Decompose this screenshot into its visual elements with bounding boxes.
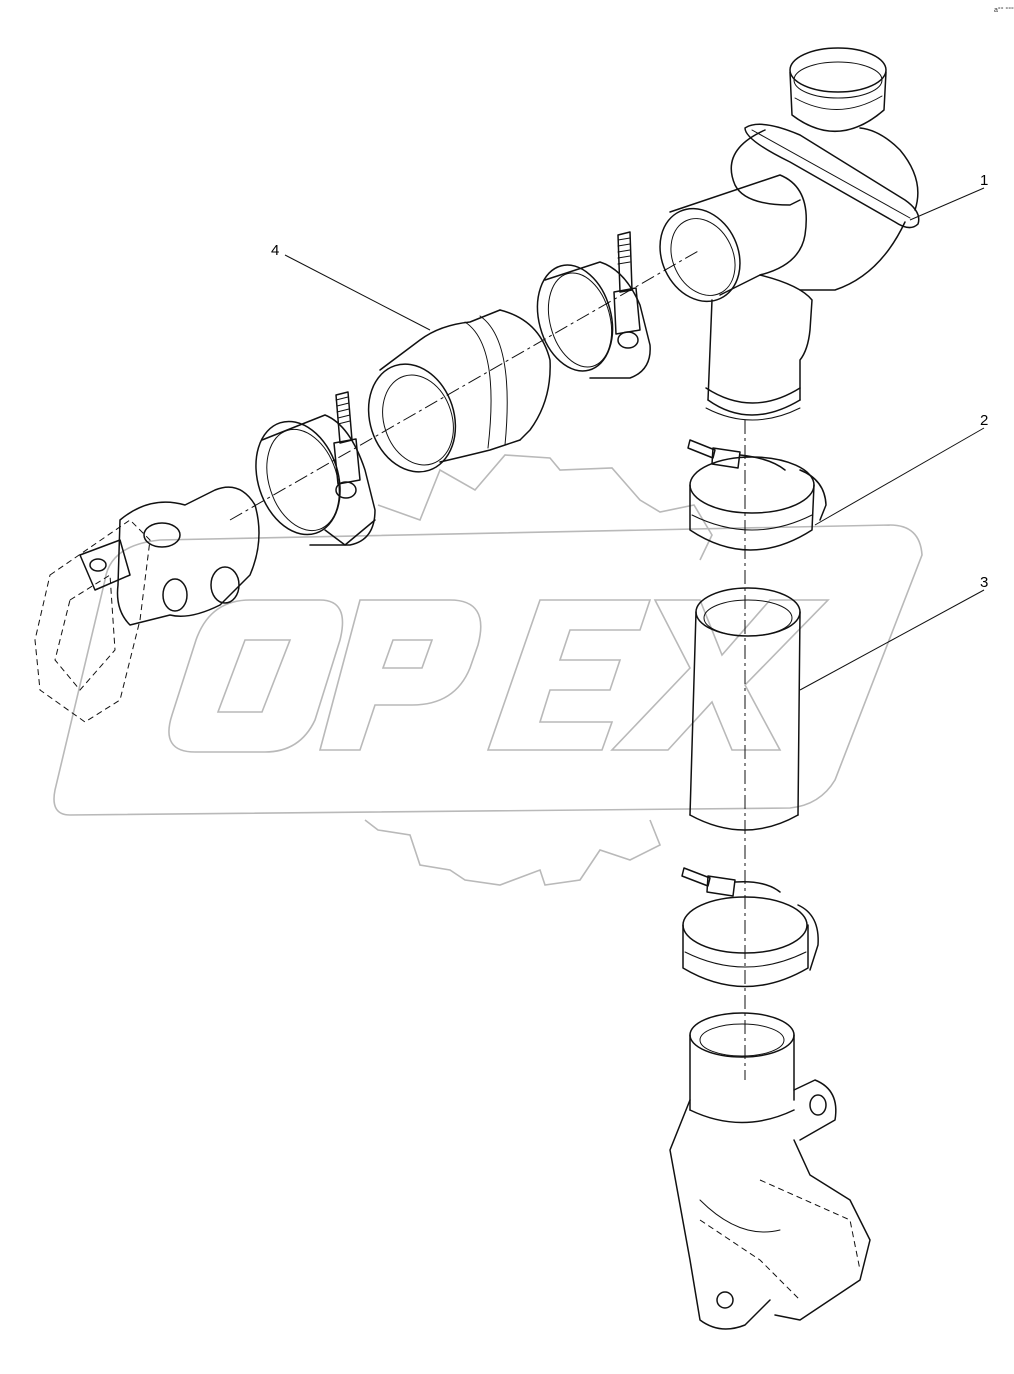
callout-1: 1 (909, 172, 988, 221)
callout-number-3: 3 (980, 574, 988, 591)
watermark-letter-p (318, 599, 482, 751)
hose-clamp-left (255, 391, 376, 546)
watermark-letter-e (486, 599, 652, 751)
thermostat-housing-part-1 (659, 47, 920, 421)
opex-watermark-logo (53, 454, 923, 886)
assembly-axis-diagonal (229, 249, 701, 521)
watermark-letter-x (610, 599, 830, 751)
callout-3: 3 (799, 574, 988, 691)
callout-4: 4 (271, 242, 431, 331)
hose-clamp-upper-right (536, 231, 651, 379)
lower-outlet-fitting (669, 1012, 871, 1330)
left-outlet-fitting (34, 486, 260, 723)
corner-mark: a°° °°° (994, 6, 1014, 14)
hose-clamp-lower (681, 867, 819, 988)
hose-clamp-part-2 (687, 439, 827, 551)
callout-number-4: 4 (271, 242, 279, 259)
watermark-band-outline (53, 524, 923, 816)
watermark-letter-o (168, 599, 344, 753)
watermark-gear-outline (364, 454, 713, 886)
reducing-hose-part-4 (367, 309, 551, 473)
callout-number-2: 2 (980, 412, 988, 429)
straight-hose-part-3 (689, 587, 801, 831)
callout-2: 2 (814, 412, 988, 526)
callout-number-1: 1 (980, 172, 988, 189)
